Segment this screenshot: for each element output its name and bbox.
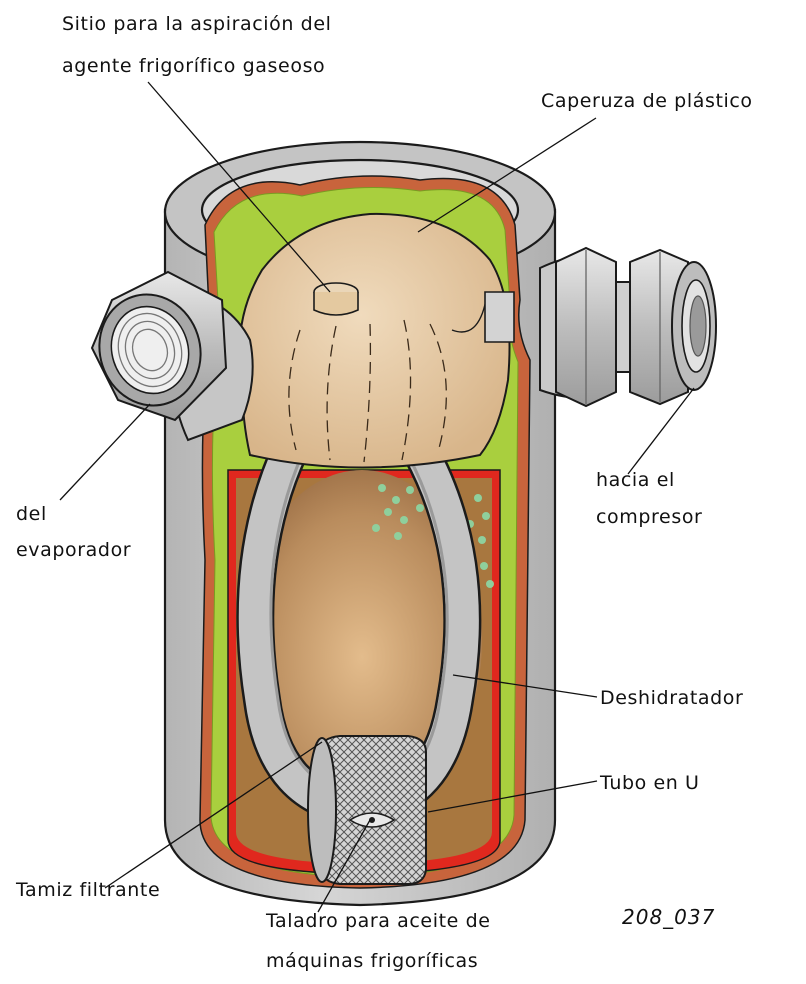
label-plastic-cap: Caperuza de plástico — [541, 90, 753, 112]
label-suction-point-line1: Sitio para la aspiración del — [62, 13, 332, 35]
label-evaporator-line1: del — [16, 503, 47, 525]
filter-screen — [308, 736, 426, 884]
plastic-cap — [240, 214, 515, 468]
label-evaporator-line2: evaporador — [16, 539, 131, 561]
label-compressor-line1: hacia el — [596, 469, 675, 491]
label-u-tube: Tubo en U — [599, 772, 700, 794]
figure-code: 208_037 — [622, 905, 715, 929]
label-oil-hole-line1: Taladro para aceite de — [265, 910, 491, 932]
leader-evaporator — [60, 404, 150, 500]
label-compressor-line2: compresor — [596, 506, 702, 528]
compressor-outlet-fitting — [540, 248, 716, 406]
label-oil-hole-line2: máquinas frigoríficas — [266, 950, 478, 972]
label-filter-screen: Tamiz filtrante — [15, 879, 160, 901]
label-suction-point-line2: agente frigorífico gaseoso — [62, 55, 325, 77]
label-desiccant: Deshidratador — [600, 687, 743, 709]
